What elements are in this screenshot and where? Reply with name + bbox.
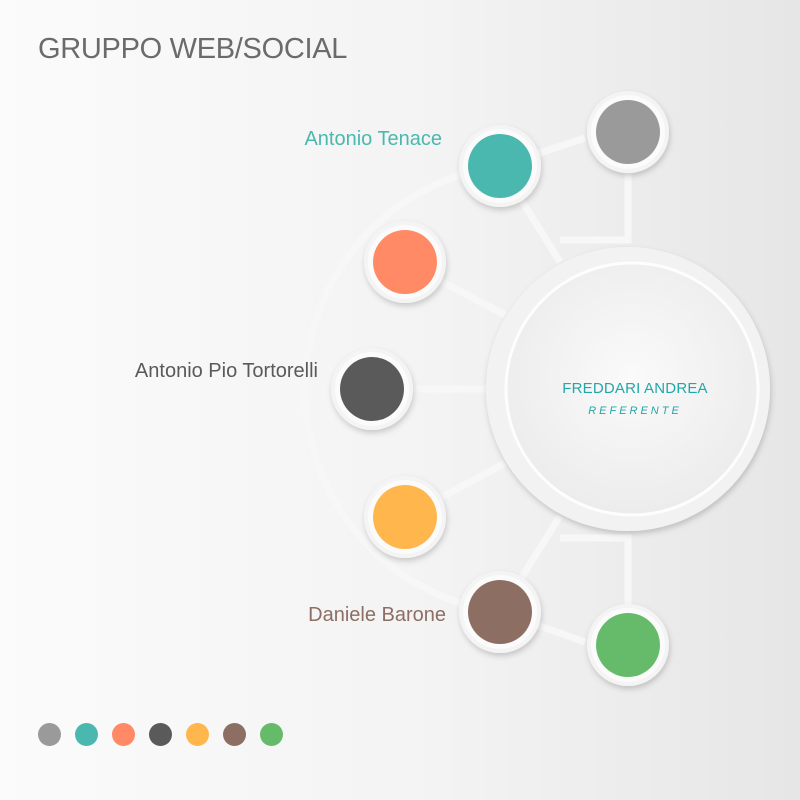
legend-dot [38, 723, 61, 746]
outer-arc [301, 162, 501, 616]
label-dark-gray: Antonio Pio Tortorelli [134, 360, 318, 382]
legend-dot [149, 723, 172, 746]
node-dot [596, 100, 660, 164]
center-name: FREDDARI ANDREA [562, 380, 708, 397]
node-orange [364, 221, 446, 303]
center-label: FREDDARI ANDREA REFERENTE [510, 380, 760, 417]
label-brown: Daniele Barone [308, 604, 446, 626]
label-teal: Antonio Tenace [304, 128, 442, 150]
node-dot [373, 230, 437, 294]
node-dark-gray [331, 348, 413, 430]
legend-dot [223, 723, 246, 746]
page-title: GRUPPO WEB/SOCIAL [38, 33, 348, 65]
member-nodes [331, 91, 669, 686]
legend-dot [112, 723, 135, 746]
node-teal [459, 125, 541, 207]
node-top-gray [587, 91, 669, 173]
legend-dot [260, 723, 283, 746]
node-yellow [364, 476, 446, 558]
legend-dot [186, 723, 209, 746]
node-dot [340, 357, 404, 421]
node-dot [596, 613, 660, 677]
node-dot [373, 485, 437, 549]
legend-dot [75, 723, 98, 746]
node-dot [468, 134, 532, 198]
center-role: REFERENTE [588, 405, 682, 417]
color-legend [38, 723, 297, 746]
center-node [486, 247, 770, 531]
node-brown [459, 571, 541, 653]
node-dot [468, 580, 532, 644]
node-green [587, 604, 669, 686]
